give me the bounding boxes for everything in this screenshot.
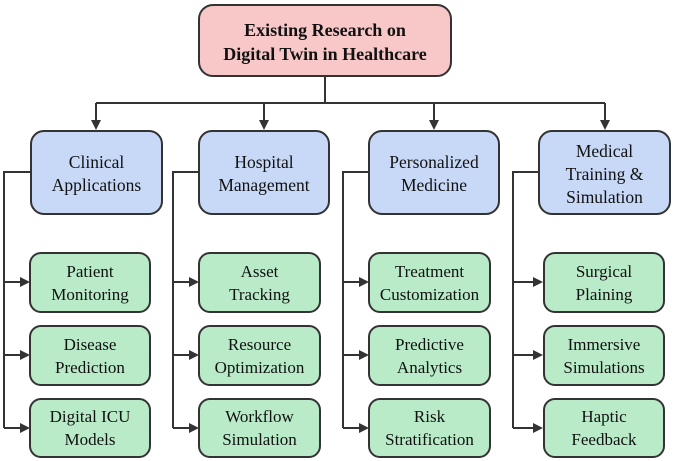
leaf-label-line: Digital ICU (50, 407, 131, 426)
root-node: Existing Research on Digital Twin in Hea… (198, 4, 452, 77)
category-box (198, 130, 330, 215)
category-spine-line (512, 171, 539, 428)
leaf-box (198, 252, 321, 313)
leaf-label-line: Resource (228, 335, 291, 354)
leaf-label-line: Stratification (385, 430, 474, 449)
root-title-line-1: Existing Research on (244, 20, 406, 40)
leaf-box (368, 398, 491, 458)
leaf-box (368, 252, 491, 313)
leaf-label-line: Workflow (225, 407, 294, 426)
leaf-label-line: Models (65, 430, 116, 449)
leaf-box (29, 252, 151, 313)
root-box (198, 4, 452, 77)
category-label-line: Personalized (389, 152, 479, 172)
leaf-label-line: Risk (414, 407, 446, 426)
category-spine-line (172, 171, 199, 428)
category-spine-line (3, 171, 31, 428)
category-label-line: Clinical (69, 152, 125, 172)
leaf-label-line: Haptic (581, 407, 627, 426)
category-hospital-management: Hospital Management Asset Tracking Resou… (172, 130, 330, 458)
category-medical-training-simulation: Medical Training & Simulation Surgical P… (512, 130, 671, 458)
leaf-box (543, 325, 665, 386)
leaf-label-line: Tracking (229, 285, 290, 304)
leaf-label-line: Immersive (568, 335, 641, 354)
leaf-box (198, 398, 321, 458)
leaf-label-line: Optimization (215, 358, 305, 377)
category-box (368, 130, 500, 215)
leaf-label-line: Predictive (395, 335, 464, 354)
leaf-label-line: Disease (64, 335, 117, 354)
leaf-label-line: Analytics (397, 358, 462, 377)
leaf-label-line: Prediction (55, 358, 125, 377)
leaf-box (29, 398, 151, 458)
category-label-line: Simulation (566, 187, 643, 207)
leaf-box (543, 398, 665, 458)
category-label-line: Management (218, 175, 309, 195)
leaf-box (368, 325, 491, 386)
leaf-label-line: Customization (380, 285, 480, 304)
leaf-label-line: Simulations (563, 358, 644, 377)
leaf-box (29, 325, 151, 386)
category-label-line: Medical (576, 141, 633, 161)
leaf-label-line: Treatment (395, 262, 465, 281)
root-title-line-2: Digital Twin in Healthcare (223, 44, 427, 64)
root-connectors (91, 76, 610, 130)
category-label-line: Training & (566, 164, 644, 184)
leaf-box (198, 325, 321, 386)
category-box (538, 130, 671, 215)
leaf-label-line: Asset (241, 262, 279, 281)
category-box (30, 130, 163, 215)
leaf-label-line: Feedback (571, 430, 637, 449)
category-label-line: Hospital (234, 152, 293, 172)
category-personalized-medicine: Personalized Medicine Treatment Customiz… (342, 130, 500, 458)
leaf-box (543, 252, 665, 313)
leaf-label-line: Surgical (576, 262, 633, 281)
category-clinical-applications: Clinical Applications Patient Monitoring… (3, 130, 163, 458)
leaf-label-line: Plaining (576, 285, 633, 304)
leaf-label-line: Monitoring (51, 285, 129, 304)
category-label-line: Applications (52, 175, 142, 195)
category-spine-line (342, 171, 369, 428)
leaf-label-line: Simulation (222, 430, 297, 449)
category-label-line: Medicine (401, 175, 467, 195)
leaf-label-line: Patient (66, 262, 113, 281)
